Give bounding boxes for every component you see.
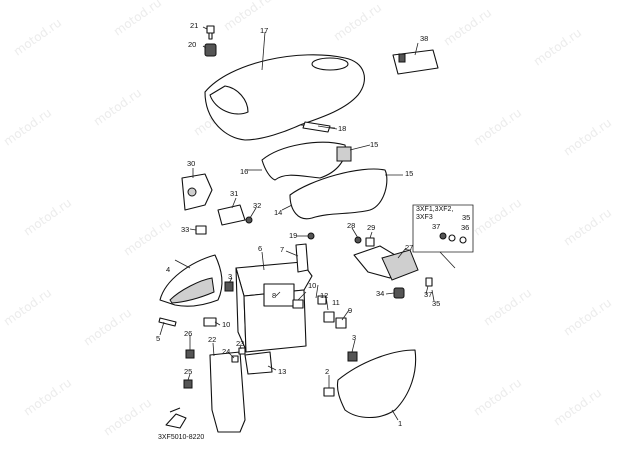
- right-bracket-group: [353, 236, 433, 299]
- nut-33: [195, 225, 207, 235]
- callout-21: 21: [190, 21, 198, 30]
- callout-1: 1: [398, 419, 402, 428]
- callout-3-repeat: 3: [352, 333, 356, 342]
- callout-11: 11: [332, 298, 340, 307]
- callout-31: 31: [230, 189, 238, 198]
- callout-10: 10: [308, 281, 316, 290]
- callout-20: 20: [188, 40, 196, 49]
- callout-35: 35: [432, 299, 440, 308]
- tank-side-cover: [289, 168, 388, 220]
- callout-15: 15: [370, 140, 378, 149]
- callout-15-repeat: 15: [405, 169, 413, 178]
- pin-5: [158, 317, 177, 327]
- callout-8: 8: [272, 291, 276, 300]
- grommet-10-left: [203, 317, 217, 327]
- washer-11: [323, 311, 335, 323]
- callout-2: 2: [325, 367, 329, 376]
- nut-25: [183, 379, 193, 389]
- variant-line-2: 3XF3: [416, 214, 433, 221]
- callout-25: 25: [184, 367, 192, 376]
- leader-lines: [159, 26, 435, 421]
- grommet-19: [307, 232, 315, 240]
- callout-19: 19: [289, 231, 297, 240]
- grommet-10: [292, 299, 304, 309]
- callout-3: 3: [228, 272, 232, 281]
- callout-38: 38: [420, 34, 428, 43]
- callout-6: 6: [258, 244, 262, 253]
- callout-29: 29: [367, 223, 375, 232]
- callout-37-repeat: 37: [432, 222, 440, 231]
- right-side-cover: [336, 349, 417, 419]
- grommet-2: [323, 387, 335, 397]
- callout-4: 4: [166, 265, 170, 274]
- callout-7: 7: [280, 245, 284, 254]
- bolt-23: [238, 347, 246, 355]
- bolt-9: [335, 317, 347, 329]
- callout-23: 23: [236, 339, 244, 348]
- battery: [263, 283, 295, 307]
- callout-26: 26: [184, 329, 192, 338]
- callout-36: 36: [461, 223, 469, 232]
- plate-31: [217, 204, 246, 226]
- callout-30: 30: [187, 159, 195, 168]
- left-side-cover: [159, 254, 223, 307]
- callout-32: 32: [253, 201, 261, 210]
- variant-line-1: 3XF1,3XF2,: [416, 206, 454, 213]
- bracket-30: [181, 173, 213, 211]
- callout-16: 16: [240, 167, 248, 176]
- variant-box: [412, 204, 474, 269]
- nut-26: [185, 349, 195, 359]
- callout-34: 34: [376, 289, 384, 298]
- variant-label: 3XF1,3XF2, 3XF3: [416, 206, 453, 222]
- callout-5: 5: [156, 334, 160, 343]
- callout-9: 9: [348, 306, 352, 315]
- damper-20: [204, 43, 217, 57]
- bracket-22: [209, 351, 246, 433]
- callout-35-repeat: 35: [462, 213, 470, 222]
- grommet-3: [224, 281, 234, 292]
- bracket-13: [244, 351, 273, 375]
- callout-27: 27: [405, 243, 413, 252]
- bolt-21: [206, 25, 215, 40]
- tank-inner-cover: [261, 141, 352, 181]
- bolt-24: [231, 355, 239, 363]
- callout-37: 37: [424, 290, 432, 299]
- callout-12: 12: [320, 291, 328, 300]
- nut-32: [245, 216, 253, 224]
- decal-plate: [392, 49, 439, 75]
- battery-strap: [295, 243, 309, 273]
- callout-22: 22: [208, 335, 216, 344]
- fuel-tank: [204, 54, 365, 141]
- callout-17: 17: [260, 26, 268, 35]
- callout-10-repeat: 10: [222, 320, 230, 329]
- callout-13: 13: [278, 367, 286, 376]
- callout-33: 33: [181, 225, 189, 234]
- grommet-3b: [347, 351, 358, 362]
- callout-24: 24: [222, 347, 230, 356]
- callout-14: 14: [274, 208, 282, 217]
- callout-28: 28: [347, 221, 355, 230]
- bolt-12: [317, 295, 327, 305]
- callout-18: 18: [338, 124, 346, 133]
- front-arrow-icon: [165, 407, 187, 429]
- tank-bracket: [302, 121, 331, 133]
- reference-code: 3XF5010-8220: [158, 434, 205, 441]
